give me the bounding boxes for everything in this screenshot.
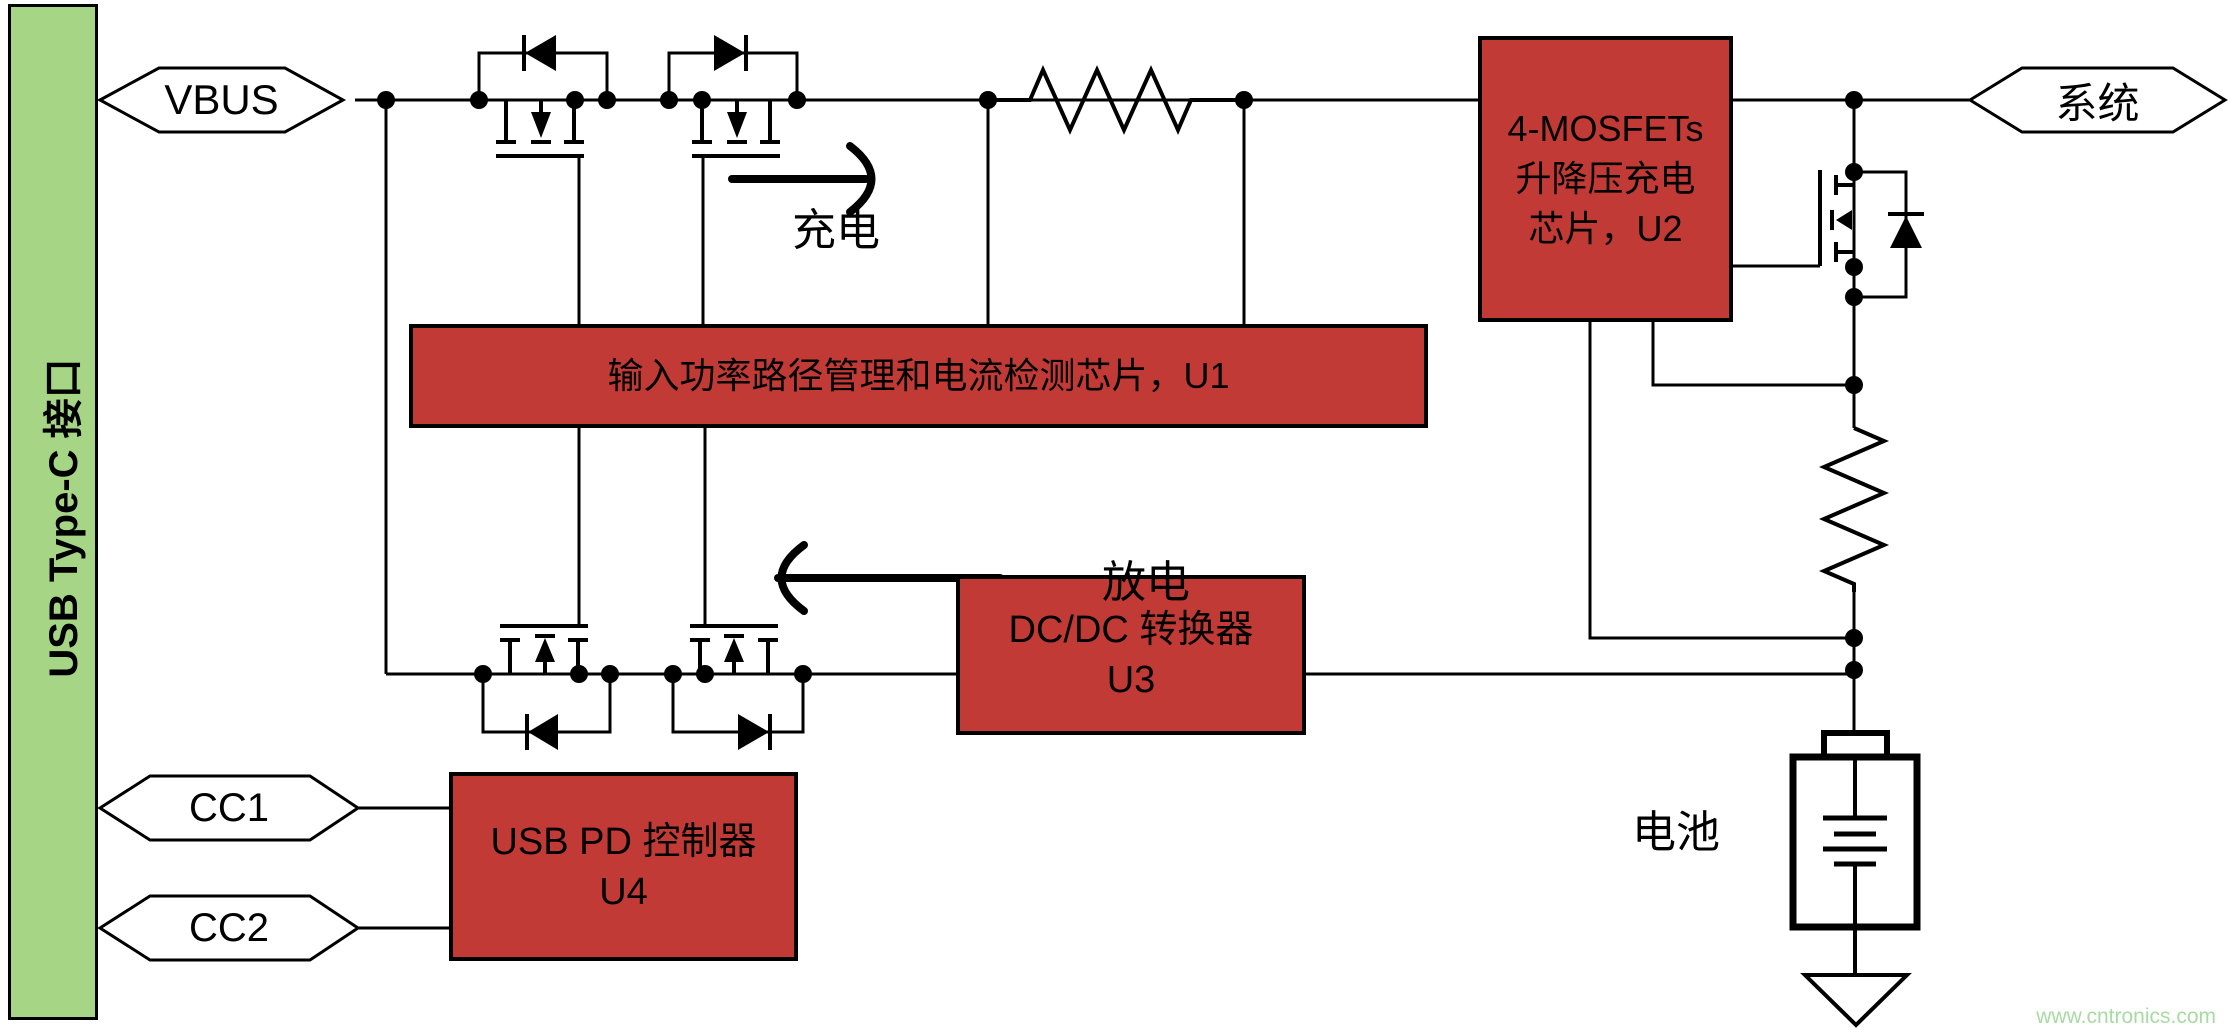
wire-u2-pin-left	[1588, 322, 1854, 640]
watermark-text: www.cntronics.com	[2036, 1005, 2216, 1028]
chip-u4-line1: USB PD 控制器	[490, 820, 757, 863]
system-hexagon	[1967, 66, 2228, 134]
diode-icon	[525, 714, 558, 750]
discharge-mosfet-2	[671, 624, 805, 750]
charge-mosfet-1	[477, 35, 609, 158]
diode-icon	[738, 714, 772, 750]
chip-u2-line2: 升降压充电	[1515, 158, 1696, 199]
cc1-hexagon	[97, 774, 361, 842]
usb-type-c-label: USB Type-C 接口	[42, 358, 86, 678]
discharge-mosfet-1	[481, 624, 612, 750]
chip-u3-line2: U3	[1106, 659, 1156, 701]
port-hexagons	[96, 66, 2228, 962]
cc2-hexagon	[97, 894, 361, 962]
chip-u3-dcdc-converter: DC/DC 转换器 U3	[956, 575, 1306, 735]
charge-arrow-right-icon	[728, 142, 876, 216]
mosfet-symbol	[496, 100, 584, 158]
discharge-flow-label: 放电	[1102, 558, 1190, 607]
mosfet-symbol	[1818, 170, 1854, 266]
wires	[355, 98, 1970, 930]
mosfet-symbol	[690, 624, 778, 674]
cc2-port-label: CC2	[188, 905, 270, 950]
chip-u1-label: 输入功率路径管理和电流检测芯片，U1	[607, 355, 1230, 396]
charge-mosfet-2	[667, 35, 799, 158]
diode-icon	[714, 35, 748, 71]
battery-mosfet	[1818, 170, 1924, 299]
chip-u2-line3: 芯片，U2	[1528, 208, 1683, 249]
chip-u4-usb-pd-controller: USB PD 控制器 U4	[449, 772, 798, 961]
usb-type-c-connector-bar: USB Type-C 接口	[8, 4, 98, 1020]
battery-resistor-icon	[1818, 426, 1890, 592]
diode-icon	[522, 35, 556, 71]
chip-u4-line2: U4	[599, 870, 648, 913]
battery-icon	[1789, 730, 1921, 931]
chip-u1-power-path: 输入功率路径管理和电流检测芯片，U1	[409, 324, 1428, 428]
battery-label: 电池	[1632, 808, 1720, 857]
chip-u2-buck-boost-charger: 4-MOSFETs 升降压充电 芯片，U2	[1478, 36, 1733, 322]
system-port-label: 系统	[2055, 79, 2140, 127]
sense-resistor-icon	[988, 65, 1244, 135]
junction-dots	[377, 91, 1863, 683]
cc1-port-label: CC1	[188, 785, 270, 830]
chip-u2-line1: 4-MOSFETs	[1507, 108, 1704, 149]
body-diode-loop	[667, 51, 799, 100]
wire-u2-pin-right	[1651, 322, 1854, 387]
chip-u3-line1: DC/DC 转换器	[1008, 609, 1254, 651]
ground-icon	[1800, 927, 1912, 1028]
vbus-port-label: VBUS	[164, 76, 279, 123]
charge-flow-label: 充电	[792, 206, 880, 255]
diode-icon	[1888, 212, 1924, 248]
vbus-hexagon	[96, 66, 347, 134]
